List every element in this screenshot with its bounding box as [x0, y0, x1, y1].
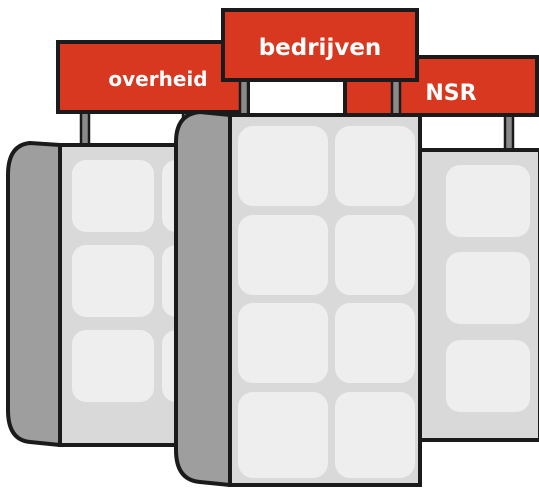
building-nsr: NSR — [343, 55, 539, 442]
overheid-sign-label: overheid — [108, 67, 207, 91]
nsr-sign-label: NSR — [425, 81, 476, 106]
nsr-window-grid — [446, 165, 530, 412]
bedrijven-sign-board — [221, 8, 419, 82]
bedrijven-sign-label: bedrijven — [259, 35, 382, 61]
building-bedrijven: bedrijven — [174, 8, 422, 487]
bedrijven-window-grid — [238, 126, 415, 478]
overheid-tower-side — [6, 141, 62, 447]
bedrijven-tower-side — [174, 110, 232, 487]
